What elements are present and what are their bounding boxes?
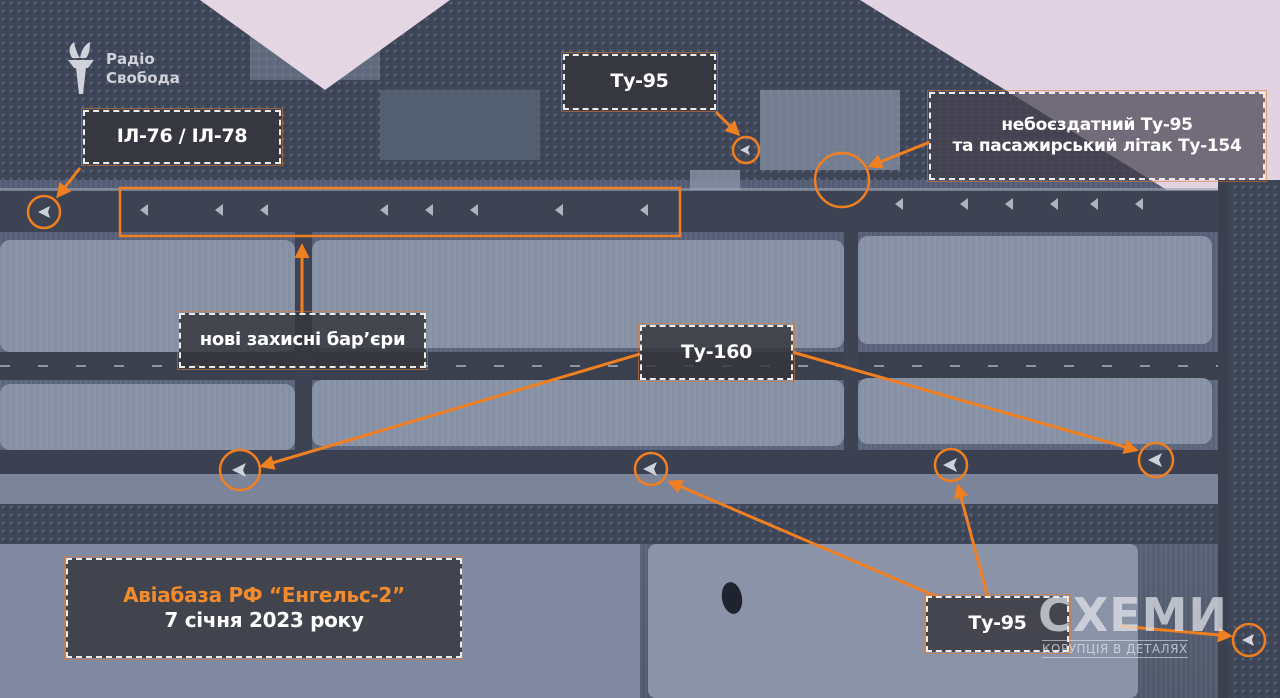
callout-tu160: Ту-160 — [638, 323, 795, 382]
callout-barriers: нові захисні бар’єри — [177, 311, 428, 370]
marker-tu95-mid1 — [633, 451, 669, 487]
barriers-highlight-rect — [118, 186, 682, 238]
marker-tu95-tu154 — [813, 151, 871, 209]
callout-il76-label: ІЛ-76 / ІЛ-78 — [116, 125, 248, 148]
marker-tu160-left — [218, 448, 262, 492]
callout-tu95-top: Ту-95 — [561, 52, 718, 112]
callout-barriers-label: нові захисні бар’єри — [199, 329, 406, 351]
callout-tu95-tu154-line1: небоєздатний Ту-95 — [1001, 114, 1193, 135]
callout-tu95-tu154: небоєздатний Ту-95 та пасажирський літак… — [927, 90, 1267, 182]
marker-il76 — [26, 194, 62, 230]
callout-arrows — [56, 110, 1233, 643]
marker-tu160-right — [1137, 441, 1175, 479]
schemy-logo-name: СХЕМИ — [1038, 588, 1228, 642]
schemy-logo-tagline: КОРУПЦІЯ В ДЕТАЛЯХ — [1042, 640, 1188, 658]
radio-svoboda-logo: Радіо Свобода — [64, 40, 204, 100]
mask-triangle-top-left — [200, 0, 450, 90]
callout-tu95-bottom-label: Ту-95 — [968, 612, 1027, 635]
callout-il76: ІЛ-76 / ІЛ-78 — [81, 108, 283, 166]
torch-icon — [68, 42, 94, 94]
schemy-logo: СХЕМИ КОРУПЦІЯ В ДЕТАЛЯХ — [1030, 588, 1230, 668]
callout-tu95-bottom: Ту-95 — [924, 594, 1071, 654]
title-callout: Авіабаза РФ “Енгельс-2” 7 січня 2023 рок… — [64, 556, 464, 660]
marker-tu95-top — [731, 135, 761, 165]
image-date: 7 січня 2023 року — [164, 608, 364, 632]
callout-tu160-label: Ту-160 — [680, 340, 753, 363]
logo-line-2: Свобода — [106, 69, 180, 87]
marker-tu95-far — [1231, 622, 1267, 658]
callout-tu95-tu154-line2: та пасажирський літак Ту-154 — [952, 136, 1242, 156]
aircraft-markers — [26, 135, 1267, 658]
airbase-title: Авіабаза РФ “Енгельс-2” — [123, 583, 405, 607]
marker-tu95-mid2 — [933, 447, 969, 483]
logo-line-1: Радіо — [106, 50, 155, 68]
callout-tu95-top-label: Ту-95 — [610, 70, 669, 93]
